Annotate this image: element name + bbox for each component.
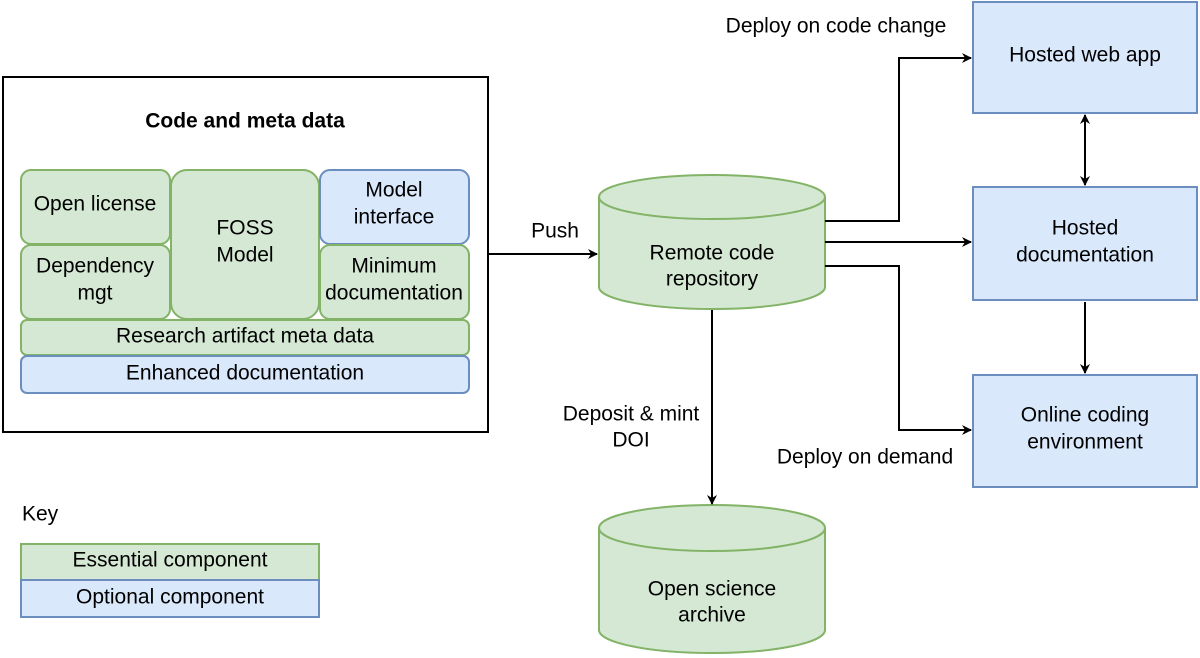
hosted-documentation-label-line1: Hosted (1052, 217, 1119, 240)
open-license-label: Open license (34, 193, 157, 216)
component-foss-model: FOSS Model (170, 169, 320, 320)
archive-label-line2: archive (678, 604, 746, 627)
archive-label-line1: Open science (648, 578, 776, 601)
deposit-label-line1: Deposit & mint (563, 403, 700, 426)
model-interface-label-line2: interface (354, 206, 435, 229)
foss-model-label-line2: Model (216, 244, 273, 267)
component-minimum-documentation: Minimum documentation (319, 244, 470, 320)
remote-code-repository-cylinder: Remote code repository (598, 174, 826, 310)
key-legend: Key Essential component Optional compone… (20, 503, 320, 618)
foss-model-label-line1: FOSS (216, 217, 273, 240)
deploy-on-code-change-arrow (825, 53, 972, 222)
deploy-on-code-change-label: Deploy on code change (726, 15, 947, 38)
hosted-documentation-label-line2: documentation (1016, 244, 1154, 267)
key-optional-label: Optional component (76, 586, 264, 609)
push-label: Push (531, 220, 579, 243)
remote-repo-label-line2: repository (666, 268, 759, 291)
component-research-artifact-meta-data: Research artifact meta data (20, 319, 470, 356)
component-open-license: Open license (20, 169, 171, 245)
hosted-web-app-box: Hosted web app (972, 1, 1198, 114)
component-dependency-mgt: Dependency mgt (20, 244, 171, 320)
minimum-documentation-label-line1: Minimum (351, 255, 436, 278)
deposit-label-line2: DOI (612, 429, 649, 452)
open-science-archive-cylinder: Open science archive (598, 504, 826, 654)
hosted-web-app-label: Hosted web app (1009, 44, 1161, 67)
research-artifact-meta-data-label: Research artifact meta data (116, 325, 374, 348)
dependency-mgt-label-line2: mgt (77, 282, 112, 305)
code-box-title: Code and meta data (145, 110, 345, 133)
dependency-mgt-label-line1: Dependency (36, 255, 154, 278)
online-coding-env-label-line1: Online coding (1021, 404, 1149, 427)
deploy-on-demand-label: Deploy on demand (777, 446, 953, 469)
online-coding-env-label-line2: environment (1027, 431, 1143, 454)
key-essential-label: Essential component (73, 549, 268, 572)
component-model-interface: Model interface (319, 169, 470, 245)
online-coding-environment-box: Online coding environment (972, 374, 1198, 488)
key-title: Key (22, 503, 59, 526)
deploy-on-demand-arrow (825, 265, 972, 435)
component-enhanced-documentation: Enhanced documentation (20, 355, 470, 394)
enhanced-documentation-label: Enhanced documentation (126, 362, 364, 385)
model-interface-label-line1: Model (365, 179, 422, 202)
remote-repo-label-line1: Remote code (650, 242, 775, 265)
hosted-documentation-box: Hosted documentation (972, 186, 1198, 301)
minimum-documentation-label-line2: documentation (325, 282, 463, 305)
